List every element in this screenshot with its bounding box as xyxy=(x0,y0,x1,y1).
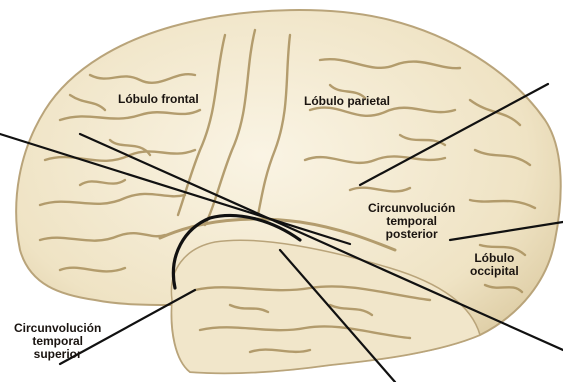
label-posterior-temporal-line-3: posterior xyxy=(368,228,455,241)
label-occipital-line-2: occipital xyxy=(470,265,519,278)
label-superior-temporal-line-3: superior xyxy=(14,348,101,361)
label-parietal-lobe: Lóbulo parietal xyxy=(304,95,390,108)
label-superior-temporal-gyrus: Circunvolución temporal superior xyxy=(14,322,101,361)
label-frontal-lobe: Lóbulo frontal xyxy=(118,93,199,106)
label-posterior-temporal-gyrus: Circunvolución temporal posterior xyxy=(368,202,455,241)
label-occipital-lobe: Lóbulo occipital xyxy=(470,252,519,278)
